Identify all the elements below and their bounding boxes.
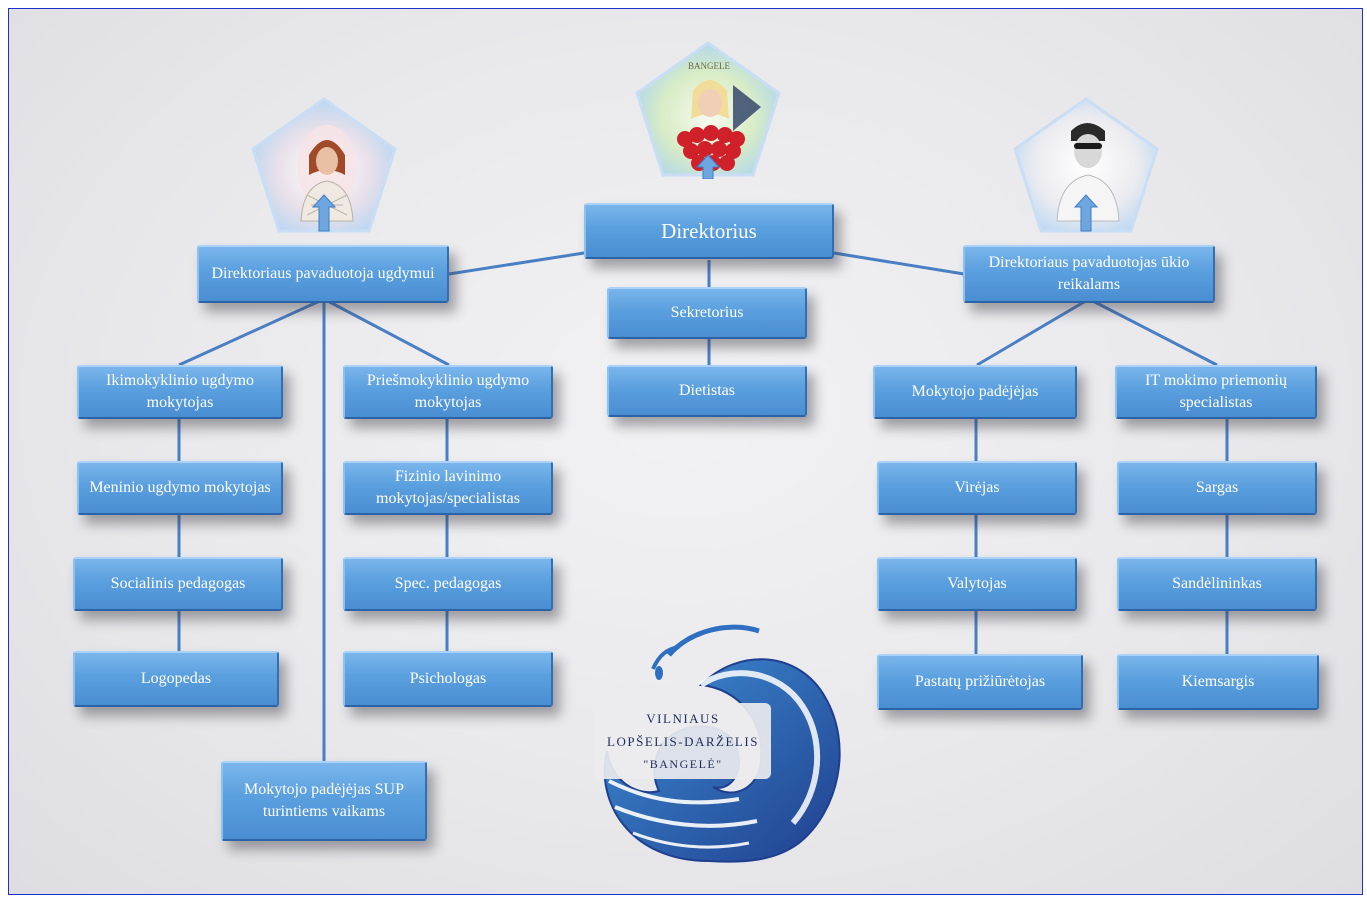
director-label: Direktorius [661, 219, 757, 243]
right-a-label-2: Virėjas [954, 479, 1000, 496]
right-a-label-4: Pastatų prižiūrėtojas [914, 673, 1046, 690]
left-bottom-label: Mokytojo padėjėjas SUP turintiems vaikam… [244, 781, 404, 820]
left-b-box-2: Fizinio lavinimo mokytojas/specialistas [343, 461, 553, 515]
left-b-box-3: Spec. pedagogas [343, 557, 553, 611]
connector-lines [177, 251, 1229, 761]
deputy-education-label: Direktoriaus pavaduotoja ugdymui [211, 265, 435, 282]
secretary-label: Sekretorius [670, 304, 744, 321]
dietitian-label: Dietistas [679, 382, 735, 399]
left-b-box-1: Priešmokyklinio ugdymo mokytojas [343, 365, 553, 419]
right-b-box-3: Sandėlininkas [1117, 557, 1317, 611]
director-box: Direktorius [584, 203, 834, 259]
deputy-economic-label: Direktoriaus pavaduotojas ūkio reikalams [988, 254, 1190, 293]
right-a-label-3: Valytojas [947, 575, 1007, 592]
left-a-box-2: Meninio ugdymo mokytojas [77, 461, 283, 515]
right-a-label-1: Mokytojo padėjėjas [911, 383, 1039, 400]
kindergarten-logo: VILNIAUS LOPŠELIS-DARŽELIS "BANGELĖ" [595, 624, 841, 863]
left-b-label-3: Spec. pedagogas [394, 575, 502, 592]
right-b-label-2: Sargas [1195, 479, 1239, 496]
logo-line-1: VILNIAUS [646, 711, 719, 726]
logo-line-3: "BANGELĖ" [643, 757, 722, 771]
portrait-caption: BANGELE [688, 61, 730, 71]
logo-line-2: LOPŠELIS-DARŽELIS [607, 734, 759, 749]
right-b-label-1: IT mokimo priemonių specialistas [1145, 372, 1287, 411]
left-a-label-2: Meninio ugdymo mokytojas [89, 479, 271, 496]
left-a-label-3: Socialinis pedagogas [110, 575, 246, 592]
left-bottom-box: Mokytojo padėjėjas SUP turintiems vaikam… [221, 761, 427, 841]
left-a-box-3: Socialinis pedagogas [73, 557, 283, 611]
right-a-box-1: Mokytojo padėjėjas [873, 365, 1077, 419]
left-a-box-1: Ikimokyklinio ugdymo mokytojas [77, 365, 283, 419]
left-b-label-2: Fizinio lavinimo mokytojas/specialistas [376, 468, 520, 507]
center-box-2: Dietistas [607, 365, 807, 417]
left-a-label-4: Logopedas [140, 670, 212, 687]
right-b-box-2: Sargas [1117, 461, 1317, 515]
right-b-label-3: Sandėlininkas [1172, 575, 1262, 592]
left-a-label-1: Ikimokyklinio ugdymo mokytojas [106, 372, 254, 411]
center-box-1: Sekretorius [607, 287, 807, 339]
right-b-box-4: Kiemsargis [1117, 654, 1319, 710]
right-b-label-4: Kiemsargis [1181, 673, 1255, 690]
deputy-economic-box: Direktoriaus pavaduotojas ūkio reikalams [963, 245, 1215, 303]
deputy-economic-portrait [1013, 97, 1159, 233]
right-a-box-2: Virėjas [877, 461, 1077, 515]
left-a-box-4: Logopedas [73, 651, 279, 707]
right-b-box-1: IT mokimo priemonių specialistas [1115, 365, 1317, 419]
director-portrait: BANGELE [635, 41, 781, 179]
left-b-label-1: Priešmokyklinio ugdymo mokytojas [366, 372, 530, 411]
org-chart-frame: BANGELE Direktorius Direktoria [8, 8, 1363, 895]
deputy-education-box: Direktoriaus pavaduotoja ugdymui [197, 245, 449, 303]
left-b-label-4: Psichologas [409, 670, 487, 687]
right-a-box-3: Valytojas [877, 557, 1077, 611]
left-b-box-4: Psichologas [343, 651, 553, 707]
deputy-education-portrait [251, 97, 397, 233]
right-a-box-4: Pastatų prižiūrėtojas [877, 654, 1083, 710]
